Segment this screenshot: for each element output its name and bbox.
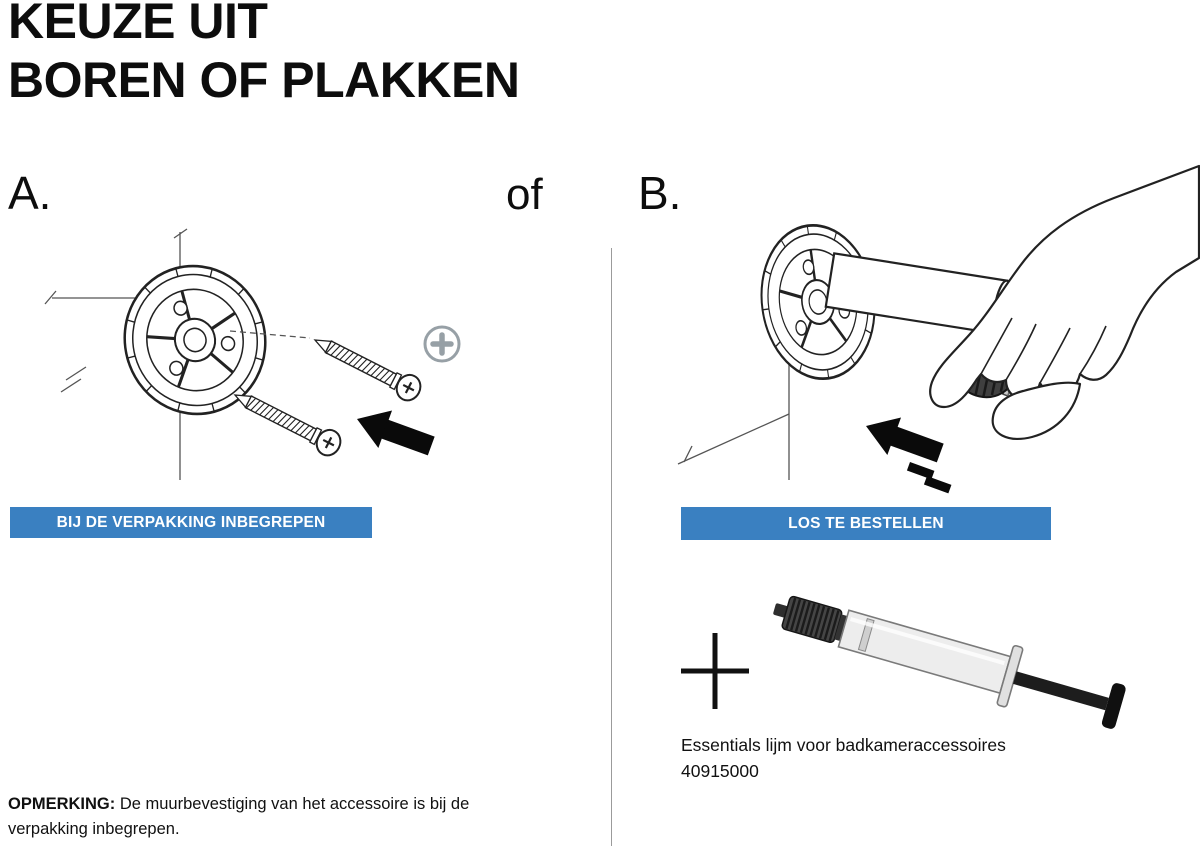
glue-option-illustration: [677, 164, 1200, 494]
section-divider: [611, 248, 612, 846]
drill-option-illustration: [44, 228, 461, 480]
plus-icon: [681, 633, 749, 709]
adhesive-strips-icon: [906, 462, 952, 494]
page-title-line1: KEUZE UIT: [8, 0, 268, 49]
footnote: OPMERKING: De muurbevestiging van het ac…: [8, 792, 488, 842]
product-name: Essentials lijm voor badkameraccessoires: [681, 735, 1006, 755]
screw-head-icon: [423, 325, 461, 363]
banner-included-with-packaging: BIJ DE VERPAKKING INBEGREPEN: [10, 507, 372, 538]
screw-lower: [227, 382, 346, 461]
screw-upper: [307, 327, 426, 406]
hand-illustration: [929, 164, 1200, 440]
footnote-label: OPMERKING:: [8, 795, 116, 813]
glue-syringe-illustration: [773, 595, 1126, 729]
page-title: KEUZE UIT BOREN OF PLAKKEN: [8, 0, 520, 109]
product-code: 40915000: [681, 761, 759, 782]
product-caption: Essentials lijm voor badkameraccessoires…: [681, 732, 1006, 785]
footnote-text: De muurbevestiging van het accessoire is…: [8, 795, 470, 838]
option-a-label: A.: [8, 167, 52, 219]
or-separator-label: of: [506, 170, 543, 219]
arrow-left-icon: [350, 400, 439, 465]
banner-order-separately: LOS TE BESTELLEN: [681, 507, 1051, 540]
option-b-label: B.: [638, 167, 682, 219]
alignment-dashed-line: [229, 330, 311, 339]
arrow-left-icon: [859, 407, 948, 472]
page-title-line2: BOREN OF PLAKKEN: [8, 51, 520, 108]
